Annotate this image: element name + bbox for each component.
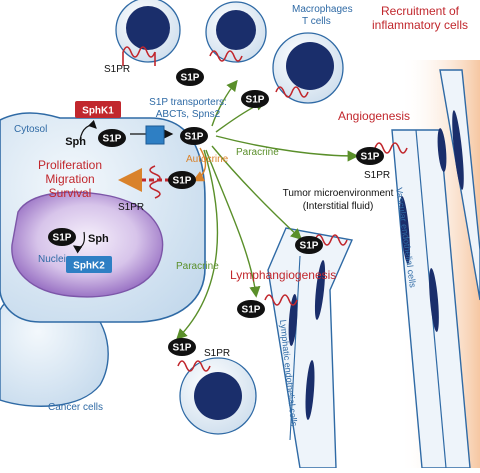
paracrine-arrow-tme <box>211 145 303 240</box>
tme-label-2: (Interstitial fluid) <box>303 201 374 212</box>
svg-text:S1P: S1P <box>300 241 319 252</box>
s1pr-label-top: S1PR <box>104 64 130 75</box>
sphk1-box: SphK1 <box>75 101 121 118</box>
svg-text:S1P: S1P <box>361 152 380 163</box>
survival-label: Survival <box>49 186 92 200</box>
paracrine-arrow-lymphatic <box>205 149 261 298</box>
sph-label-cytosol: Sph <box>65 136 86 148</box>
paracrine-arrow-vascular <box>215 135 359 162</box>
sphk1-label: SphK1 <box>82 106 114 117</box>
svg-text:S1P: S1P <box>173 343 192 354</box>
cancer-cells <box>0 112 206 407</box>
recruitment-label-2: inflammatory cells <box>372 18 468 32</box>
sph-to-s1p-arrow <box>79 119 97 141</box>
immune-cells <box>115 0 344 435</box>
sphk2-box: SphK2 <box>66 256 112 273</box>
s1p-pill: S1P <box>180 127 208 145</box>
s1p-pill: S1P <box>356 147 384 165</box>
sph-label-nucleus: Sph <box>88 233 109 245</box>
s1p-pill: S1P <box>176 68 204 86</box>
nuclear-conversion-arrow <box>73 231 85 254</box>
angiogenesis-label: Angiogenesis <box>338 109 410 123</box>
transporters-label-2: ABCTs, Spns2 <box>156 109 221 120</box>
s1pr-label-immune: S1PR <box>204 348 230 359</box>
svg-text:S1P: S1P <box>246 95 265 106</box>
nucleus <box>11 191 164 298</box>
tme-label-1: Tumor microenvironment <box>283 188 394 199</box>
s1p-pill: S1P <box>48 228 76 246</box>
cytosol-label: Cytosol <box>14 124 47 135</box>
s1p-pill: S1P <box>237 300 265 318</box>
paracrine-label-left: Paracrine <box>176 261 219 272</box>
s1pr-receptors <box>122 46 408 372</box>
arrows <box>73 79 359 341</box>
nuclei-label: Nuclei <box>38 254 66 265</box>
s1p-pill: S1P <box>168 338 196 356</box>
proliferation-label: Proliferation <box>38 158 102 172</box>
sphk2-label: SphK2 <box>73 261 105 272</box>
transporter-box <box>145 125 165 145</box>
paracrine-arrow-immune <box>176 149 219 341</box>
recruitment-label-1: Recruitment of <box>381 4 460 18</box>
autocrine-label: Autocrine <box>186 154 229 165</box>
lymphangiogenesis-label: Lymphangiogenesis <box>230 268 336 282</box>
s1p-pill: S1P <box>241 90 269 108</box>
svg-text:S1P: S1P <box>242 305 261 316</box>
migration-label: Migration <box>45 172 94 186</box>
autocrine-arrow <box>192 147 207 182</box>
svg-text:S1P: S1P <box>181 73 200 84</box>
svg-text:S1P: S1P <box>103 134 122 145</box>
s1pr-label-autocrine: S1PR <box>118 202 144 213</box>
paracrine-arrow-up <box>211 79 238 127</box>
cancer-cells-label: Cancer cells <box>48 402 103 413</box>
s1pr-label-vascular: S1PR <box>364 170 390 181</box>
s1p-pill: S1P <box>295 236 323 254</box>
paracrine-label-right: Paracrine <box>236 147 279 158</box>
svg-text:S1P: S1P <box>173 176 192 187</box>
macrophages-label: Macrophages <box>292 4 353 15</box>
s1p-pill: S1P <box>168 171 196 189</box>
s1p-pill: S1P <box>98 129 126 147</box>
svg-text:S1P: S1P <box>53 233 72 244</box>
transporters-label-1: S1P transporters: <box>149 97 227 108</box>
lymphatic-vessel <box>267 227 353 469</box>
svg-text:S1P: S1P <box>185 132 204 143</box>
s1p-molecules: S1P S1P S1P S1P S1P S1P S1P S1P S1P S1P <box>48 68 384 356</box>
tcells-label: T cells <box>302 16 331 27</box>
